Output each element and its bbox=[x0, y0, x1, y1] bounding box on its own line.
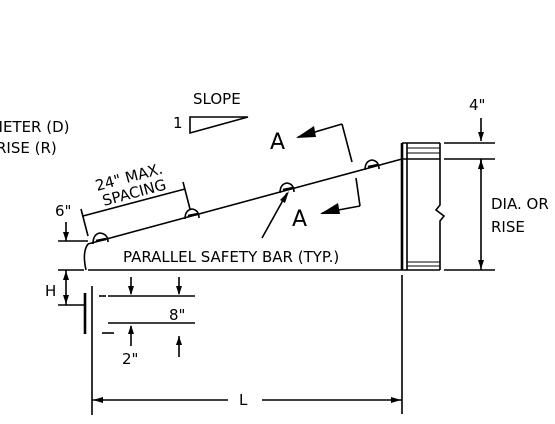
safety-bar-bracket-4 bbox=[364, 159, 380, 171]
section-a-top-label: A bbox=[270, 130, 285, 155]
dimension-8in-left-arrowhead bbox=[128, 286, 134, 295]
spacing-dimension-line bbox=[82, 188, 186, 217]
pipe-hatch bbox=[407, 147, 440, 267]
safety-bar-label: PARALLEL SAFETY BAR (TYP.) bbox=[123, 248, 339, 266]
overall-length-arrowhead-left bbox=[93, 397, 103, 403]
section-a-bottom-arrowhead bbox=[320, 203, 340, 214]
dimension-2in-left-arrowhead bbox=[128, 325, 134, 334]
safety-bar-leader-arrowhead bbox=[280, 191, 289, 203]
dia-rise-arrowhead-top bbox=[478, 160, 484, 169]
dimension-6in-arrowhead bbox=[63, 232, 69, 241]
toe-rounded-edge bbox=[83, 243, 89, 271]
dimension-6in-label: 6" bbox=[55, 202, 71, 220]
safety-bar-bracket-2 bbox=[184, 208, 200, 220]
dimension-4in-upper-arrowhead bbox=[478, 132, 484, 141]
spacing-extension-left bbox=[80, 208, 89, 237]
dimension-h-arrowhead-top bbox=[63, 271, 69, 280]
section-a-top-arrowhead bbox=[296, 126, 316, 138]
sloped-top-edge bbox=[87, 158, 403, 245]
dimension-4in-label: 4" bbox=[469, 96, 485, 114]
dimension-2in-label: 2" bbox=[122, 350, 138, 368]
dimension-8in-label: 8" bbox=[169, 306, 185, 324]
spacing-extension-right bbox=[182, 181, 191, 210]
legend-rise-label: RISE (R) bbox=[0, 139, 57, 157]
dia-rise-arrowhead-bottom bbox=[478, 260, 484, 269]
dimension-h-arrowhead-bottom bbox=[63, 295, 69, 304]
safety-bar-bracket-1 bbox=[92, 232, 109, 245]
dimension-2in-right-arrowhead bbox=[176, 336, 182, 345]
dia-rise-label-2: RISE bbox=[491, 218, 525, 236]
slope-ratio-label: 1 bbox=[173, 114, 183, 132]
section-cut-line bbox=[341, 123, 361, 207]
dimension-h-label: H bbox=[45, 282, 56, 300]
dia-rise-label: DIA. OR bbox=[491, 195, 549, 213]
overall-length-arrowhead-right bbox=[391, 397, 401, 403]
slope-label: SLOPE bbox=[193, 90, 241, 108]
section-a-bottom-label: A bbox=[292, 207, 307, 232]
overall-length-label: L bbox=[239, 391, 248, 409]
dimension-8in-right-arrowhead bbox=[176, 286, 182, 295]
dimension-6in-line bbox=[58, 222, 88, 242]
slope-triangle-symbol bbox=[189, 116, 249, 135]
legend-diameter-label: METER (D) bbox=[0, 118, 70, 136]
pipe-break-line bbox=[434, 143, 446, 270]
safety-bar-bracket-3 bbox=[279, 182, 295, 194]
